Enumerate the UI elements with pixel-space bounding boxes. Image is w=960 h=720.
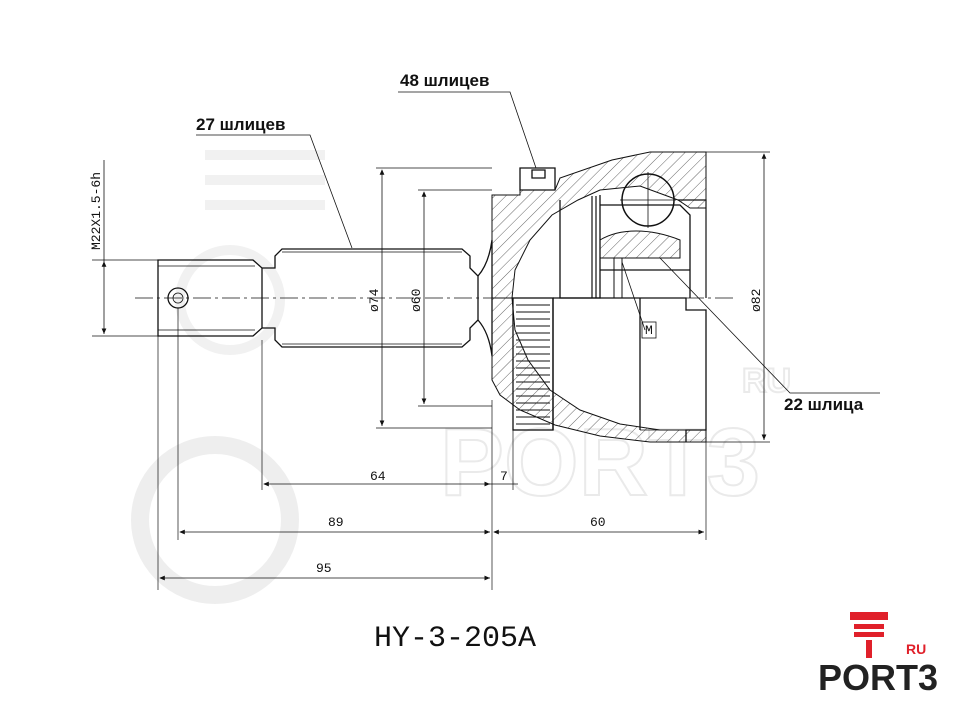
- dim-60: 60: [590, 515, 606, 530]
- brand-suffix: RU: [906, 641, 926, 657]
- label-27-splines: 27 шлицев: [196, 115, 285, 134]
- watermark-suffix: RU: [742, 362, 791, 400]
- thread-label: M22X1.5-6h: [89, 172, 104, 250]
- extension-lines: [92, 151, 770, 590]
- dim-d60: ø60: [409, 289, 424, 312]
- callouts: 48 шлицев 27 шлицев 22 шлица: [196, 71, 880, 414]
- dim-89: 89: [328, 515, 344, 530]
- mark-m: M: [621, 261, 657, 339]
- dim-64: 64: [370, 469, 386, 484]
- outer-body-lower: [552, 297, 707, 442]
- watermark: PORT3 RU: [131, 150, 792, 604]
- dim-7: 7: [500, 469, 508, 484]
- dim-95: 95: [316, 561, 332, 576]
- brand-name: PORT3: [818, 657, 938, 698]
- label-48-splines: 48 шлицев: [400, 71, 489, 90]
- dim-d74: ø74: [367, 288, 382, 312]
- brand-logo: RU PORT3: [818, 612, 938, 698]
- label-22-splines: 22 шлица: [784, 395, 864, 414]
- part-number: HY-3-205A: [374, 622, 536, 656]
- dim-d82: ø82: [749, 289, 764, 312]
- mark-m-label: M: [645, 323, 653, 338]
- diameter-dims: ø74 ø60 ø82 M22X1.5-6h: [89, 153, 767, 440]
- length-dims: 64 7 89 60 95: [159, 469, 704, 581]
